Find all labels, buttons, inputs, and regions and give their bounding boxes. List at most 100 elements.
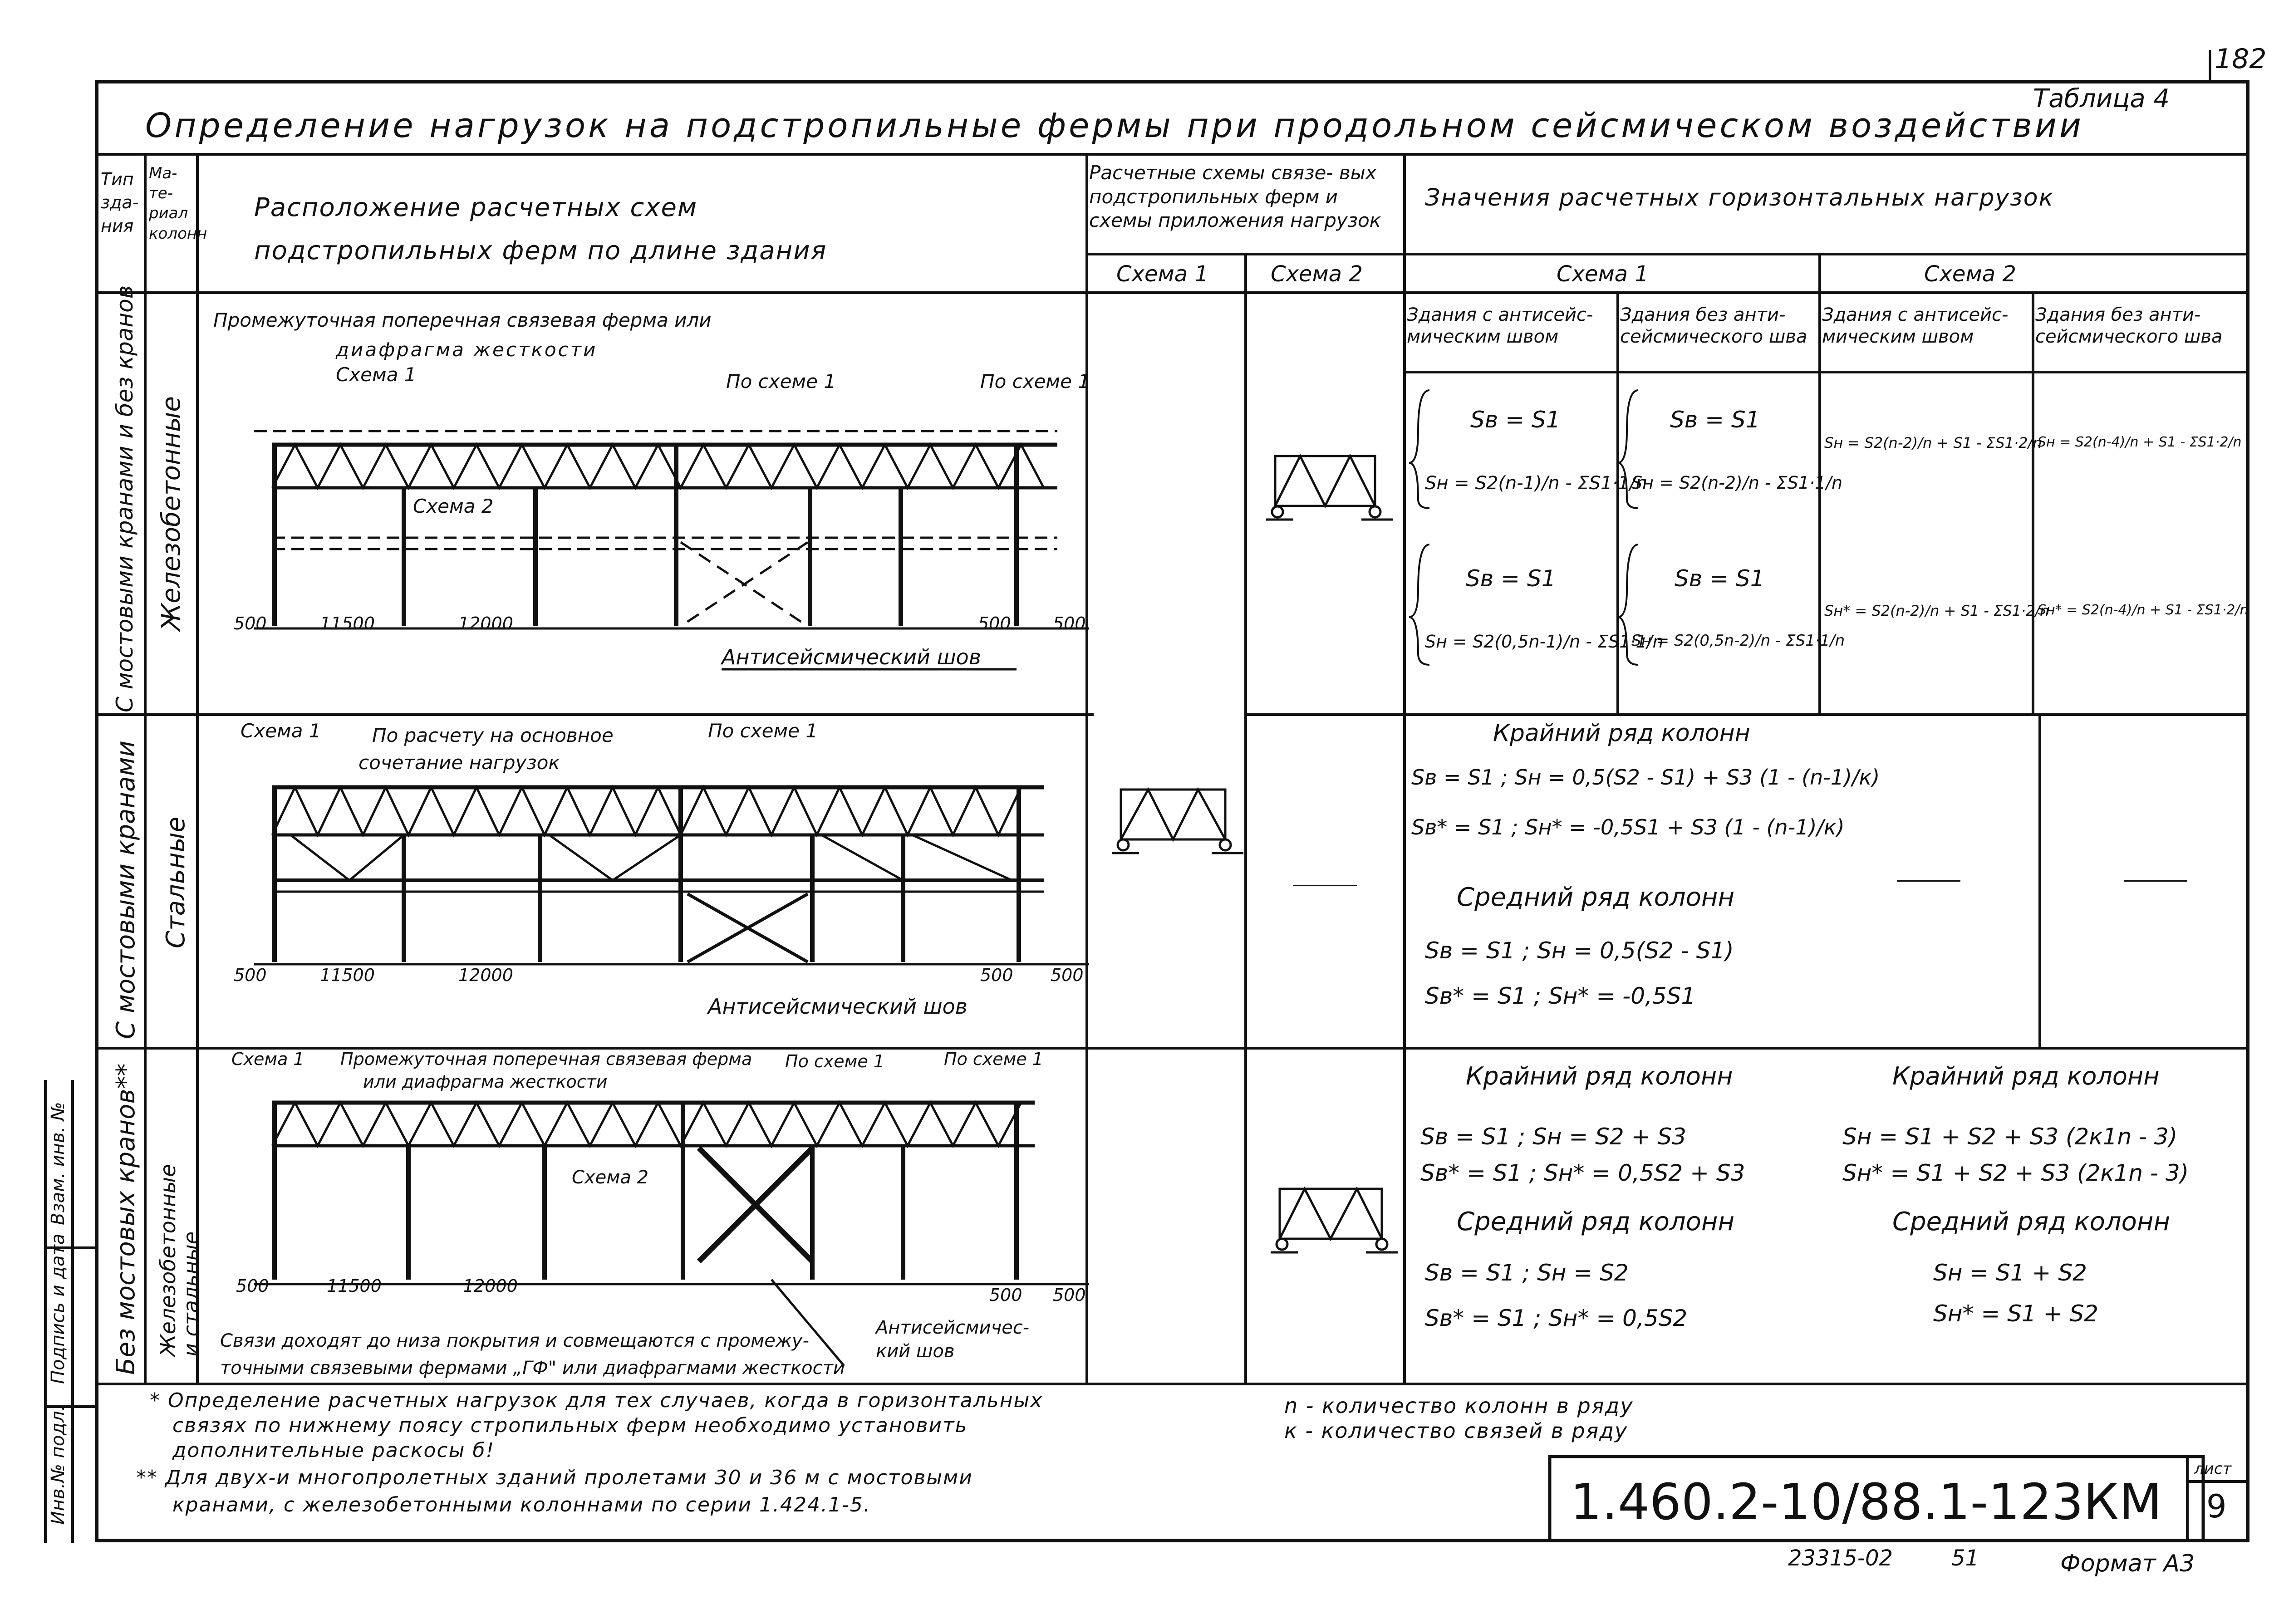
r3b-edge-1: Sн = S1 + S2 + S3 (2к1n - 3) <box>1842 1124 2178 1150</box>
formula-r1-d-2: Sн = S2(0,5n-2)/n - ΣS1·1/n <box>1631 632 1845 650</box>
r2-label-0: Схема 1 <box>241 720 321 742</box>
r1-label-4: По схеме 1 <box>980 370 1090 393</box>
row3-material: Железобетонные и стальные <box>156 1164 203 1357</box>
header-values-scheme1: Схема 1 <box>1557 261 1649 287</box>
r3-dim-3: 500 <box>989 1285 1022 1305</box>
note-1: * Определение расчетных нагрузок для тех… <box>150 1389 1043 1412</box>
formula-r1-b-1: Sв = S1 <box>1466 565 1556 592</box>
r2-mid-title: Средний ряд колонн <box>1457 883 1735 912</box>
side-stamp-replace: Взам. инв. № <box>48 1102 69 1225</box>
r2-mid-2: Sв* = S1 ; Sн* = -0,5S1 <box>1425 983 1696 1009</box>
document-code: 1.460.2-10/88.1-123КМ <box>1570 1473 2162 1531</box>
side-stamp-sign: Подпись и дата <box>48 1233 69 1384</box>
r1-dim-4: 500 <box>1053 613 1086 633</box>
r1-label-2: Схема 1 <box>336 363 417 386</box>
row1-type: С мостовыми кранами и без кранов <box>112 285 138 712</box>
formula-r1-s2-b: Sн* = S2(n-2)/n + S1 - ΣS1·2/n <box>1824 602 2049 619</box>
header-scheme2: Схема 2 <box>1271 261 1363 287</box>
formula-r1-c-2: Sн = S2(n-2)/n - ΣS1·1/n <box>1631 473 1843 493</box>
r3-label-1: Промежуточная поперечная связевая ферма <box>340 1049 752 1069</box>
formula-r1-s2-d: Sн* = S2(n-4)/n + S1 - ΣS1·2/n <box>2038 602 2249 618</box>
r1-label-5: Схема 2 <box>413 495 494 517</box>
r2-label-3: По схеме 1 <box>708 720 818 742</box>
header-values-scheme2: Схема 2 <box>1924 261 2016 287</box>
r3-label-8: Антисейсмичес- кий шов <box>876 1317 1030 1362</box>
r3-label-6: Связи доходят до низа покрытия и совмеща… <box>220 1330 809 1351</box>
note-2b: кранами, с железобетонными колоннами по … <box>172 1493 871 1516</box>
r3-label-5: Схема 2 <box>572 1167 649 1188</box>
header-material: Ма- те- риал колонн <box>149 164 207 243</box>
r3-mid-title: Средний ряд колонн <box>1457 1207 1735 1236</box>
format-label: Формат А3 <box>2060 1550 2195 1577</box>
r2-dim-1: 11500 <box>320 965 375 985</box>
formula-r1-s2-c: Sн = S2(n-4)/n + S1 - ΣS1·2/n <box>2038 434 2242 450</box>
empty-dash-without-joint <box>2124 880 2187 882</box>
r3-mid-1: Sв = S1 ; Sн = S2 <box>1425 1260 1629 1286</box>
header-without-joint-2: Здания без анти- сейсмического шва <box>2035 304 2223 347</box>
r3b-mid-title: Средний ряд колонн <box>1892 1207 2171 1236</box>
row2-material: Стальные <box>161 816 191 948</box>
r2-mid-1: Sв = S1 ; Sн = 0,5(S2 - S1) <box>1425 937 1734 964</box>
sheet-label: лист <box>2194 1460 2232 1478</box>
r3b-edge-title: Крайний ряд колонн <box>1892 1062 2160 1090</box>
r2-edge-1: Sв = S1 ; Sн = 0,5(S2 - S1) + S3 (1 - (n… <box>1411 765 1880 790</box>
r2-label-1: По расчету на основное <box>372 724 614 746</box>
empty-dash-scheme2 <box>1293 885 1357 886</box>
sheet-number: 9 <box>2206 1488 2227 1525</box>
r3-dim-4: 500 <box>1053 1285 1086 1305</box>
formula-r1-d-1: Sв = S1 <box>1675 565 1765 592</box>
row1-material: Железобетонные <box>157 396 186 631</box>
empty-dash-with-joint <box>1897 880 1960 882</box>
r3-dim-0: 500 <box>236 1276 269 1296</box>
r2-edge-title: Крайний ряд колонн <box>1493 720 1750 747</box>
side-stamp-inv: Инв.№ подл. <box>48 1405 69 1525</box>
formula-r1-c-1: Sв = S1 <box>1670 407 1760 433</box>
r2-dim-2: 12000 <box>458 965 513 985</box>
header-with-joint-2: Здания с антисейс- мическим швом <box>1822 304 2009 347</box>
r3b-mid-1: Sн = S1 + S2 <box>1933 1260 2087 1286</box>
header-without-joint-1: Здания без анти- сейсмического шва <box>1620 304 1807 347</box>
r1-label-3: По схеме 1 <box>726 370 836 393</box>
r3-dim-2: 12000 <box>463 1276 518 1296</box>
r3-label-7: точными связевыми фермами „ГФ" или диафр… <box>220 1358 845 1379</box>
header-values: Значения расчетных горизонтальных нагруз… <box>1425 184 2054 211</box>
r1-label-1: диафрагма жесткости <box>336 339 598 361</box>
header-type: Тип зда- ния <box>101 169 139 236</box>
legend-k: к - количество связей в ряду <box>1284 1418 1628 1443</box>
table-label: Таблица 4 <box>2033 84 2170 113</box>
r3-label-4: По схеме 1 <box>944 1049 1043 1069</box>
r3b-edge-2: Sн* = S1 + S2 + S3 (2к1n - 3) <box>1842 1160 2189 1186</box>
note-1b: связях по нижнему поясу стропильных ферм… <box>172 1414 968 1437</box>
row2-type: С мостовыми кранами <box>111 741 141 1039</box>
r2-dim-4: 500 <box>1051 965 1084 985</box>
r2-edge-2: Sв* = S1 ; Sн* = -0,5S1 + S3 (1 - (n-1)/… <box>1411 815 1845 839</box>
r2-dim-0: 500 <box>234 965 267 985</box>
r1-label-6: Антисейсмический шов <box>722 645 981 669</box>
r3-label-2: или диафрагма жесткости <box>363 1072 608 1092</box>
header-layout: Расположение расчетных схем подстропильн… <box>254 193 827 266</box>
r1-dim-3: 500 <box>978 613 1011 633</box>
header-schemes: Расчетные схемы связе- вых подстропильны… <box>1089 162 1381 231</box>
inventory-number: 23315-02 <box>1788 1545 1893 1571</box>
r1-label-0: Промежуточная поперечная связевая ферма … <box>213 309 712 331</box>
page-number: 51 <box>1951 1545 1979 1571</box>
header-with-joint-1: Здания с антисейс- мическим швом <box>1407 304 1593 347</box>
r1-dim-0: 500 <box>234 613 267 633</box>
r2-dim-3: 500 <box>980 965 1013 985</box>
note-1c: дополнительные раскосы б! <box>172 1439 495 1462</box>
formula-r1-a-2: Sн = S2(n-1)/n - ΣS1·1/n <box>1425 473 1647 494</box>
r3-edge-1: Sв = S1 ; Sн = S2 + S3 <box>1420 1124 1686 1150</box>
r3-edge-title: Крайний ряд колонн <box>1466 1062 1733 1090</box>
formula-r1-s2-a: Sн = S2(n-2)/n + S1 - ΣS1·2/n <box>1824 434 2042 451</box>
page-title: Определение нагрузок на подстропильные ф… <box>145 106 2084 145</box>
r1-dim-2: 12000 <box>458 613 513 633</box>
r1-dim-1: 11500 <box>320 613 375 633</box>
row3-type: Без мостовых кранов** <box>111 1063 141 1375</box>
r2-label-2: сочетание нагрузок <box>359 751 560 774</box>
r3-label-0: Схема 1 <box>231 1049 304 1069</box>
header-scheme1: Схема 1 <box>1116 261 1208 287</box>
r3-dim-1: 11500 <box>327 1276 382 1296</box>
r3-label-3: По схеме 1 <box>785 1051 884 1071</box>
r3-edge-2: Sв* = S1 ; Sн* = 0,5S2 + S3 <box>1420 1160 1745 1186</box>
